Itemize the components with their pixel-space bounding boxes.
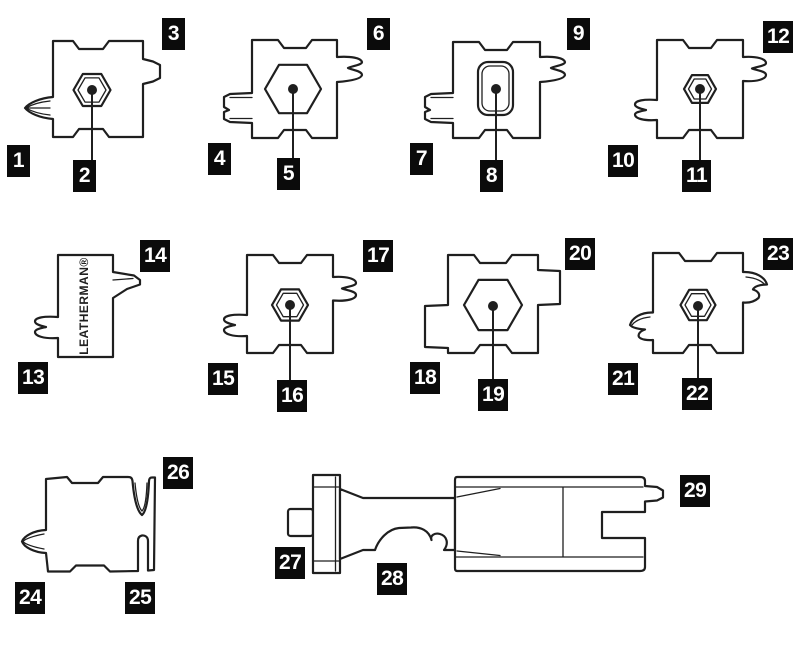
callout-3: 3 (162, 18, 185, 50)
callout-16: 16 (277, 380, 308, 412)
hole-center-dot (87, 85, 97, 95)
callout-25: 25 (125, 582, 156, 614)
part-link-branded: LEATHERMAN® (33, 253, 142, 359)
callout-4: 4 (208, 143, 231, 175)
spike-detail (22, 533, 45, 550)
phillips-tip-detail (25, 100, 51, 116)
callout-18: 18 (410, 362, 441, 394)
callout-26: 26 (163, 457, 194, 489)
callout-24: 24 (15, 582, 46, 614)
hole-center-dot (693, 301, 703, 311)
beak-detail-right (745, 276, 766, 286)
part-link-cutting-hook (20, 475, 157, 573)
hex-hole-inner (275, 292, 305, 318)
callout-27: 27 (275, 547, 306, 579)
callout-10: 10 (608, 145, 639, 177)
hole-center-dot (285, 300, 295, 310)
callout-23: 23 (763, 238, 794, 270)
clasp-neck-opener (338, 487, 457, 561)
hole-center-dot (488, 301, 498, 311)
hex-hole-inner (684, 293, 712, 317)
callout-2: 2 (73, 160, 96, 192)
callout-28: 28 (377, 563, 408, 595)
clasp-right-body-detail (454, 486, 644, 558)
callout-19: 19 (478, 379, 509, 411)
clasp-tab-left (286, 507, 315, 538)
hole-center-dot (695, 84, 705, 94)
callout-13: 13 (18, 362, 49, 394)
hex-hole-inner (77, 77, 107, 103)
hole-center-dot (491, 84, 501, 94)
callout-12: 12 (763, 21, 794, 53)
callout-11: 11 (682, 160, 712, 192)
callout-14: 14 (140, 240, 171, 272)
wrench-detail (229, 96, 253, 120)
callout-20: 20 (565, 238, 596, 270)
callout-1: 1 (7, 145, 30, 177)
clasp-left-bar (311, 473, 342, 575)
callout-9: 9 (567, 18, 590, 50)
beak-detail-left (631, 316, 651, 326)
callout-22: 22 (682, 378, 713, 410)
link-body (20, 475, 157, 573)
callout-8: 8 (480, 160, 503, 192)
callout-15: 15 (208, 363, 239, 395)
tab-detail (112, 277, 134, 281)
callout-17: 17 (363, 240, 394, 272)
callout-7: 7 (410, 143, 433, 175)
hook-inner-detail (134, 482, 148, 512)
leader-lines (87, 84, 705, 381)
part-clasp-bottle-opener (286, 473, 665, 575)
wrench-detail (430, 96, 454, 120)
callout-29: 29 (680, 475, 711, 507)
brand-text: LEATHERMAN® (77, 257, 91, 354)
callout-5: 5 (277, 158, 300, 190)
hex-hole-inner (687, 78, 713, 100)
callout-6: 6 (367, 18, 390, 50)
hole-center-dot (288, 84, 298, 94)
clasp-left-bar-detail (313, 476, 340, 572)
callout-21: 21 (608, 363, 639, 395)
clasp-right-body (453, 475, 665, 573)
